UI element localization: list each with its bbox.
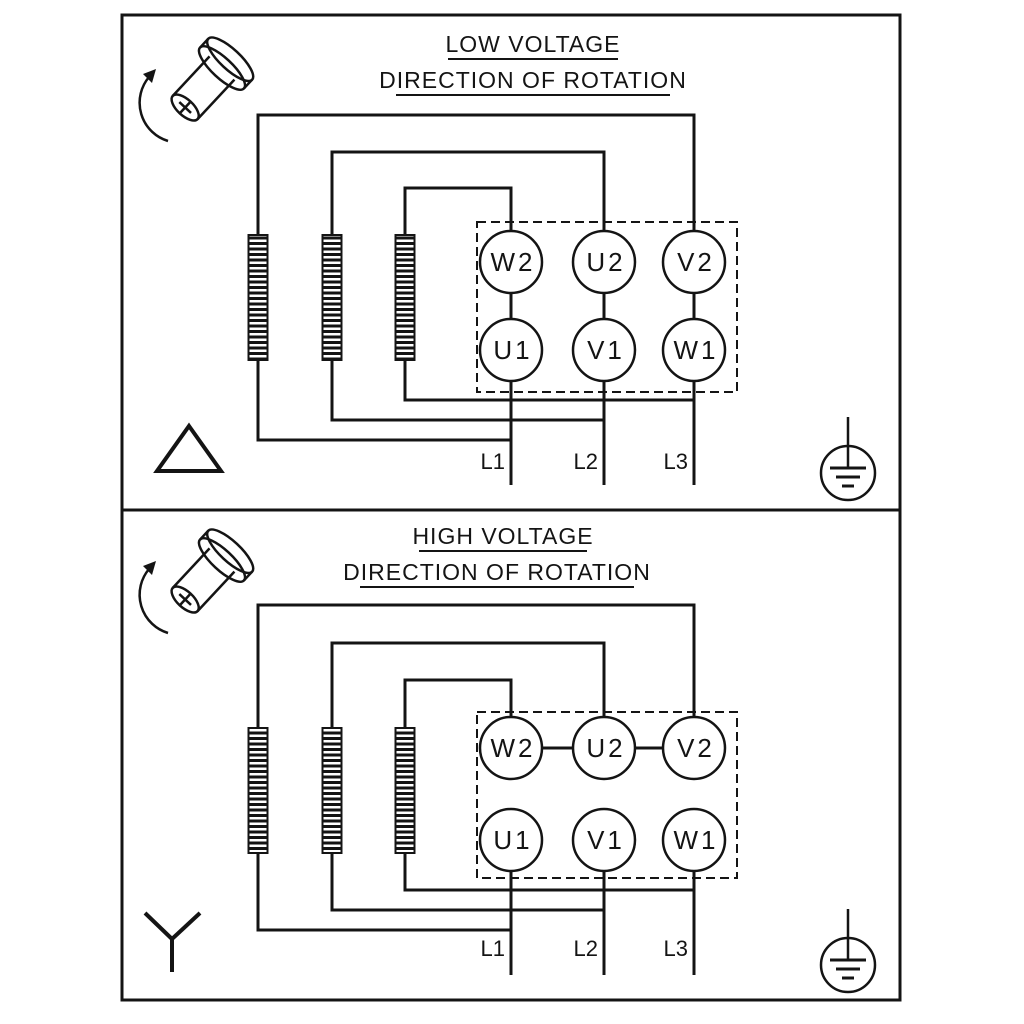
winding-coil-2 xyxy=(321,727,343,854)
wire-coil2-to-u2 xyxy=(330,150,606,235)
terminal-w2: W2 xyxy=(478,715,544,781)
winding-coil-3 xyxy=(394,234,416,361)
terminal-v1: V1 xyxy=(571,807,637,873)
terminal-label: V1 xyxy=(587,335,625,365)
terminal-u1: U1 xyxy=(478,317,544,383)
rotating-shaft-icon xyxy=(138,30,261,143)
panel-high-voltage: HIGH VOLTAGE DIRECTION OF ROTATION W2 xyxy=(120,508,902,1002)
terminal-label: V1 xyxy=(587,825,625,855)
terminal-board-outline xyxy=(476,221,738,393)
terminal-label: V2 xyxy=(677,733,715,763)
wire-coil3-to-l3 xyxy=(403,853,694,892)
terminal-label: U1 xyxy=(493,335,532,365)
wire-coil1-to-l1 xyxy=(256,360,511,442)
wire-coil2-to-l2 xyxy=(330,360,604,422)
panel-border xyxy=(120,508,902,1002)
terminal-label: W1 xyxy=(674,335,719,365)
terminal-w1: W1 xyxy=(661,807,727,873)
terminal-board-outline xyxy=(476,711,738,879)
terminal-label: W1 xyxy=(674,825,719,855)
wire-coil1-to-v2 xyxy=(256,603,696,728)
winding-coil-1 xyxy=(247,727,269,854)
terminal-w1: W1 xyxy=(661,317,727,383)
winding-coil-3 xyxy=(394,727,416,854)
terminal-label: W2 xyxy=(491,733,536,763)
wire-coil2-to-l2 xyxy=(330,853,604,912)
terminal-w2: W2 xyxy=(478,229,544,295)
supply-line-label-l3: L3 xyxy=(664,449,688,474)
terminal-v1: V1 xyxy=(571,317,637,383)
panel-subtitle: DIRECTION OF ROTATION xyxy=(343,559,651,585)
terminal-u2: U2 xyxy=(571,715,637,781)
rotating-shaft-icon xyxy=(138,522,261,635)
terminal-v2: V2 xyxy=(661,229,727,295)
wire-coil2-to-u2 xyxy=(330,641,606,728)
terminal-u2: U2 xyxy=(571,229,637,295)
terminal-label: U1 xyxy=(493,825,532,855)
earth-ground-icon xyxy=(819,907,877,994)
panel-title: HIGH VOLTAGE xyxy=(412,523,593,549)
winding-coil-2 xyxy=(321,234,343,361)
panel-low-voltage: LOW VOLTAGE DIRECTION OF ROTATION W2 xyxy=(120,13,902,512)
terminal-v2: V2 xyxy=(661,715,727,781)
star-symbol-icon xyxy=(143,911,202,972)
terminal-label: V2 xyxy=(677,247,715,277)
terminal-label: W2 xyxy=(491,247,536,277)
wire-coil3-to-l3 xyxy=(403,360,694,402)
wire-coil3-to-w2 xyxy=(403,678,513,728)
wire-coil3-to-w2 xyxy=(403,186,513,235)
supply-line-label-l1: L1 xyxy=(481,936,505,961)
terminal-label: U2 xyxy=(586,247,625,277)
terminal-label: U2 xyxy=(586,733,625,763)
supply-line-label-l1: L1 xyxy=(481,449,505,474)
wire-coil1-to-v2 xyxy=(256,113,696,235)
supply-line-label-l3: L3 xyxy=(664,936,688,961)
supply-line-label-l2: L2 xyxy=(574,936,598,961)
wire-coil1-to-l1 xyxy=(256,853,511,932)
earth-ground-icon xyxy=(819,415,877,502)
panel-subtitle: DIRECTION OF ROTATION xyxy=(379,67,687,93)
terminal-u1: U1 xyxy=(478,807,544,873)
panel-title: LOW VOLTAGE xyxy=(445,31,620,57)
supply-line-label-l2: L2 xyxy=(574,449,598,474)
winding-coil-1 xyxy=(247,234,269,361)
delta-symbol-icon xyxy=(153,422,225,473)
